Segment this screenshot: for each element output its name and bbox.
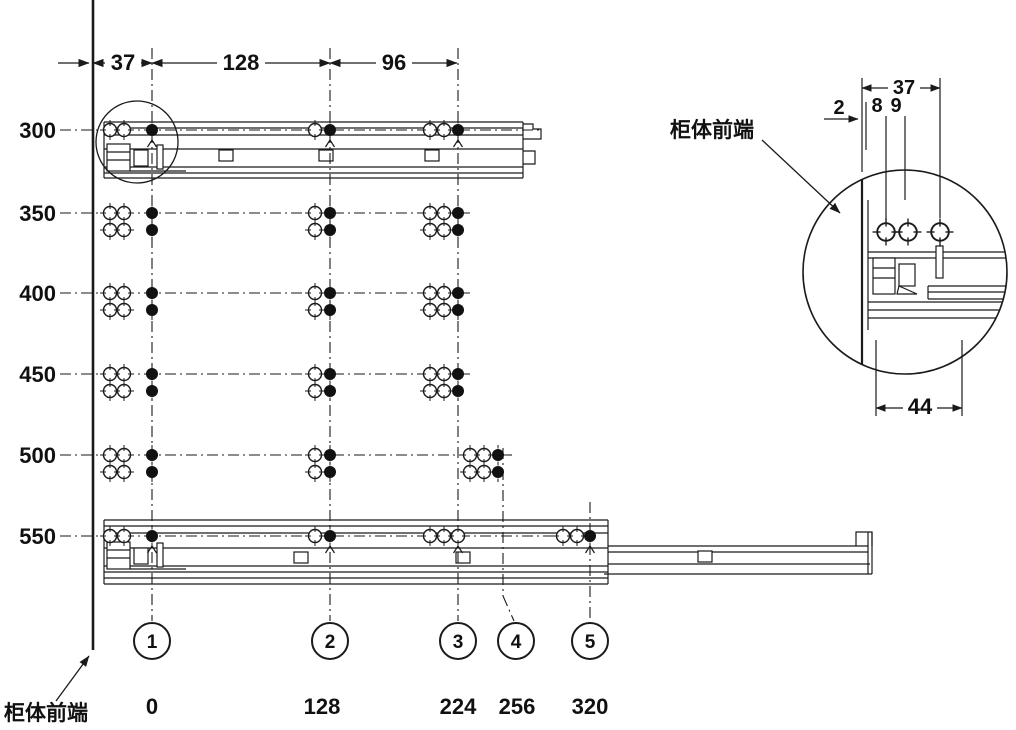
detail-view: 37 2 8 9 44 柜体前端: [670, 77, 1008, 419]
detail-holes: [871, 217, 955, 247]
row-label-400: 400: [19, 281, 56, 306]
detail-content: [860, 170, 1007, 374]
position-4-number: 4: [511, 632, 522, 653]
detail-cabinet-front-label: 柜体前端: [670, 118, 754, 142]
position-1-number: 1: [147, 632, 158, 653]
mounting-hole-patterns: [99, 119, 597, 547]
detail-reference-circle: [95, 100, 179, 184]
row-label-350: 350: [19, 201, 56, 226]
detail-callout: 柜体前端: [670, 118, 841, 214]
detail-dim-37: 37: [893, 77, 915, 99]
cabinet-front-callout: 柜体前端: [4, 655, 90, 725]
position-marker-3: 3: [439, 622, 477, 660]
row-label-550: 550: [19, 524, 56, 549]
value-0: 0: [146, 694, 158, 719]
dim-128: 128: [223, 50, 260, 75]
row-label-450: 450: [19, 362, 56, 387]
row-label-300: 300: [19, 118, 56, 143]
value-224: 224: [440, 694, 477, 719]
value-320: 320: [572, 694, 609, 719]
position-values: 0 128 224 256 320: [146, 694, 608, 719]
position-3-number: 3: [453, 632, 464, 653]
bottom-slide-rail: [103, 519, 873, 585]
detail-dim-8: 8: [871, 95, 882, 117]
row-labels: 300 350 400 450 500 550: [19, 118, 56, 549]
top-dimension-labels: 37 128 96: [105, 50, 412, 75]
detail-dim-44: 44: [908, 394, 933, 419]
dim-96: 96: [382, 50, 406, 75]
value-256: 256: [499, 694, 536, 719]
position-5-number: 5: [585, 632, 596, 653]
dim-37: 37: [111, 50, 135, 75]
position-2-number: 2: [325, 632, 336, 653]
position-marker-5: 5: [571, 622, 609, 660]
detail-dim-2: 2: [833, 97, 844, 119]
detail-dimension-labels: 37 2 8 9 44: [833, 77, 937, 419]
detail-dim-9: 9: [890, 95, 901, 117]
position-markers: 1 2 3 4 5: [133, 622, 609, 660]
cabinet-front-label: 柜体前端: [4, 701, 88, 725]
value-128: 128: [304, 694, 341, 719]
row-label-500: 500: [19, 443, 56, 468]
position-marker-1: 1: [133, 622, 171, 660]
position-marker-4: 4: [497, 622, 535, 660]
top-slide-rail: [95, 100, 542, 184]
position-marker-2: 2: [311, 622, 349, 660]
